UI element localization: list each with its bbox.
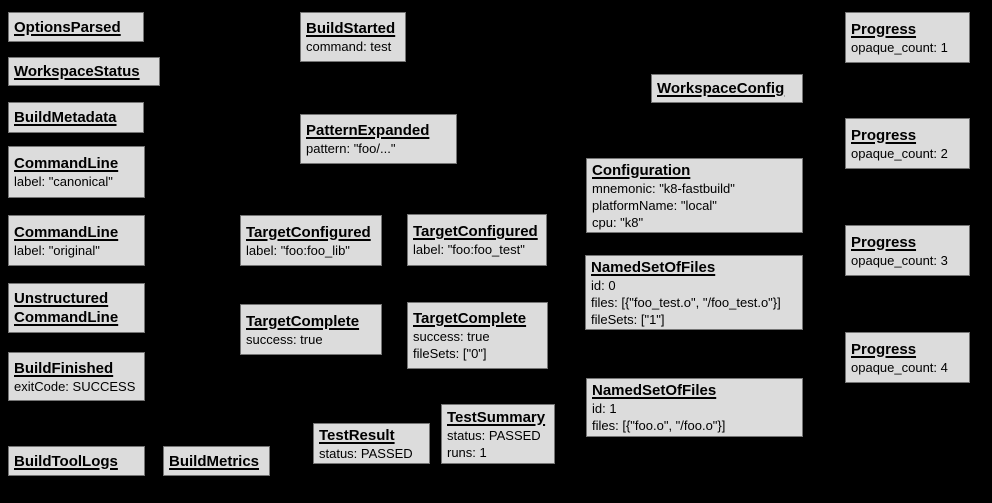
- node-build-tool-logs: BuildToolLogs: [8, 446, 145, 476]
- node-title: OptionsParsed: [14, 18, 121, 36]
- node-pattern-expanded: PatternExpanded pattern: "foo/...": [300, 114, 457, 164]
- node-detail-line: label: "foo:foo_test": [413, 242, 525, 257]
- node-detail-line: opaque_count: 4: [851, 359, 948, 375]
- node-detail-line: opaque_count: 2: [851, 145, 948, 161]
- node-detail-line: opaque_count: 1: [851, 39, 948, 55]
- node-title: Progress: [851, 126, 917, 144]
- node-title: CommandLine: [14, 223, 119, 241]
- node-detail-line: id: 1: [592, 401, 617, 416]
- node-title: BuildFinished: [14, 359, 114, 377]
- node-build-metrics: BuildMetrics: [163, 446, 270, 476]
- node-title: Progress: [851, 233, 917, 251]
- node-detail-line: status: PASSED: [447, 427, 541, 443]
- node-detail-line: id: 0: [591, 277, 616, 293]
- node-detail-line: label: "original": [14, 242, 100, 258]
- node-build-metadata: BuildMetadata: [8, 102, 144, 133]
- node-detail-line: status: PASSED: [319, 445, 413, 461]
- node-detail-line: pattern: "foo/...": [306, 141, 396, 156]
- node-detail-line: fileSets: ["1"]: [591, 311, 665, 327]
- node-title: PatternExpanded: [306, 122, 430, 139]
- node-title: BuildMetadata: [14, 109, 117, 126]
- node-detail-line: cpu: "k8": [592, 214, 644, 230]
- node-title: CommandLine: [14, 155, 119, 172]
- node-title: TargetComplete: [246, 312, 360, 330]
- node-detail-line: opaque_count: 3: [851, 252, 948, 268]
- node-detail-line: command: test: [306, 39, 392, 54]
- node-target-configured-foo-test: TargetConfigured label: "foo:foo_test": [407, 214, 547, 266]
- node-title: Unstructured: [14, 290, 109, 307]
- node-detail-line: success: true: [246, 331, 323, 347]
- node-detail-line: files: [{"foo.o", "/foo.o"}]: [592, 418, 726, 433]
- node-title: TargetComplete: [413, 310, 527, 327]
- node-workspace-config: WorkspaceConfig: [651, 74, 803, 103]
- node-title: BuildToolLogs: [14, 452, 118, 470]
- node-title: BuildStarted: [306, 20, 396, 37]
- node-detail-line: runs: 1: [447, 444, 487, 460]
- node-title: TargetConfigured: [413, 223, 538, 240]
- node-detail-line: mnemonic: "k8-fastbuild": [592, 180, 735, 196]
- node-options-parsed: OptionsParsed: [8, 12, 144, 42]
- node-title: Configuration: [592, 161, 691, 179]
- node-title: NamedSetOfFiles: [591, 258, 716, 276]
- node-build-started: BuildStarted command: test: [300, 12, 406, 62]
- node-title: BuildMetrics: [169, 452, 260, 470]
- node-title: TestResult: [319, 426, 395, 444]
- node-title: Progress: [851, 340, 917, 358]
- node-workspace-status: WorkspaceStatus: [8, 57, 160, 86]
- node-title: CommandLine: [14, 309, 119, 326]
- node-title: WorkspaceConfig: [657, 80, 785, 97]
- node-detail-line: fileSets: ["0"]: [413, 346, 487, 361]
- node-detail-line: exitCode: SUCCESS: [14, 378, 136, 394]
- node-target-complete-foo-test: TargetComplete success: true fileSets: ["0…: [407, 302, 548, 369]
- node-detail-line: label: "foo:foo_lib": [246, 242, 350, 258]
- node-detail-line: success: true: [413, 329, 490, 344]
- node-title: TargetConfigured: [246, 223, 371, 241]
- node-command-line-canonical: CommandLine label: "canonical": [8, 146, 145, 198]
- node-title: TestSummary: [447, 408, 546, 426]
- node-detail-line: files: [{"foo_test.o", "/foo_test.o"}]: [591, 294, 781, 310]
- node-title: WorkspaceStatus: [14, 63, 140, 80]
- node-title: NamedSetOfFiles: [592, 382, 717, 399]
- node-named-set-of-files-1: NamedSetOfFiles id: 1 files: [{"foo.o", "/…: [586, 378, 803, 437]
- node-detail-line: label: "canonical": [14, 174, 113, 189]
- node-detail-line: platformName: "local": [592, 197, 717, 213]
- node-title: Progress: [851, 20, 917, 38]
